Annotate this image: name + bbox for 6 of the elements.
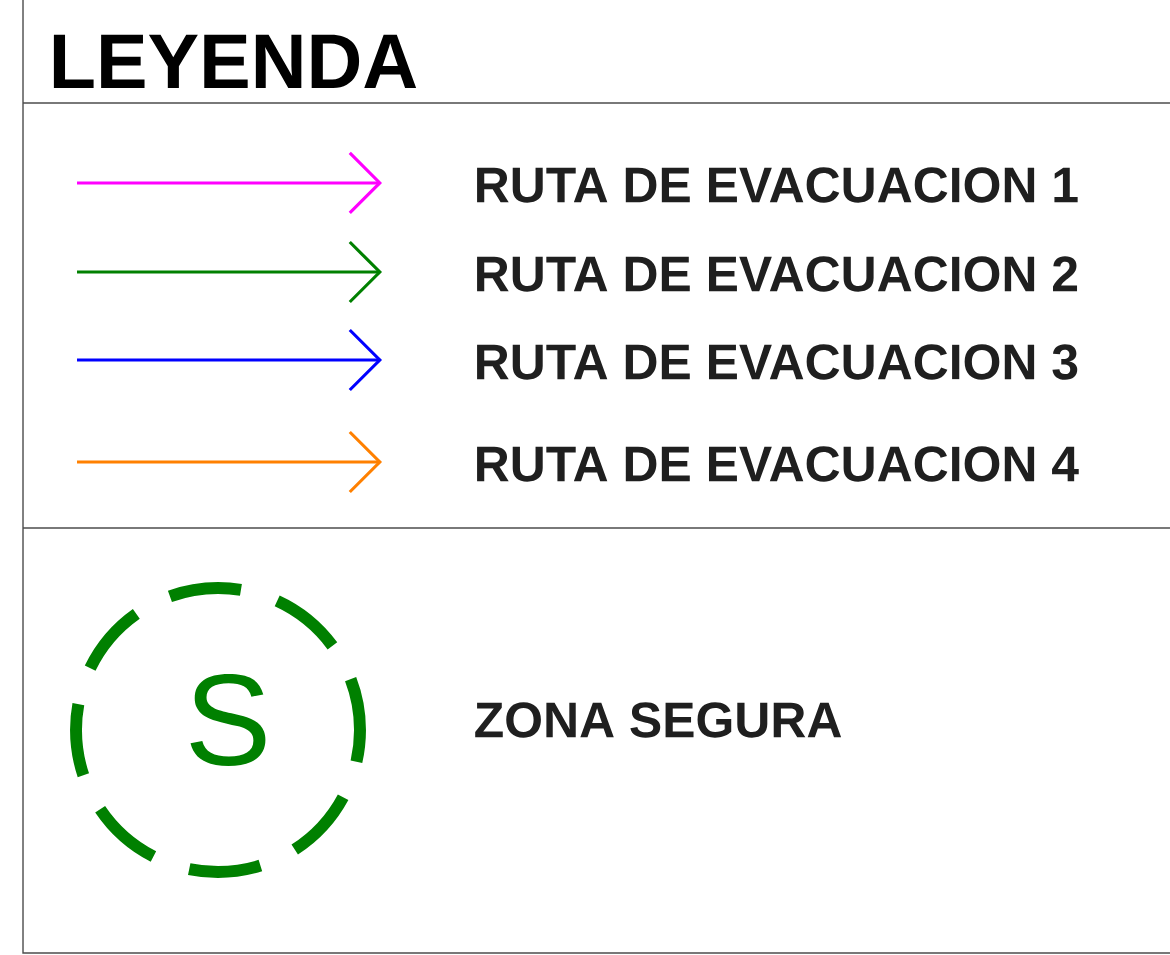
legend-text: RUTA DE EVACUACION 3 <box>477 344 1078 380</box>
legend-text: ZONA SEGURA <box>475 702 842 738</box>
legend-text: RUTA DE EVACUACION 4 <box>477 446 1079 482</box>
legend-text: RUTA DE EVACUACION 1 <box>477 167 1078 203</box>
title: LEYENDA <box>53 34 417 88</box>
legend-text: RUTA DE EVACUACION 2 <box>477 256 1078 292</box>
